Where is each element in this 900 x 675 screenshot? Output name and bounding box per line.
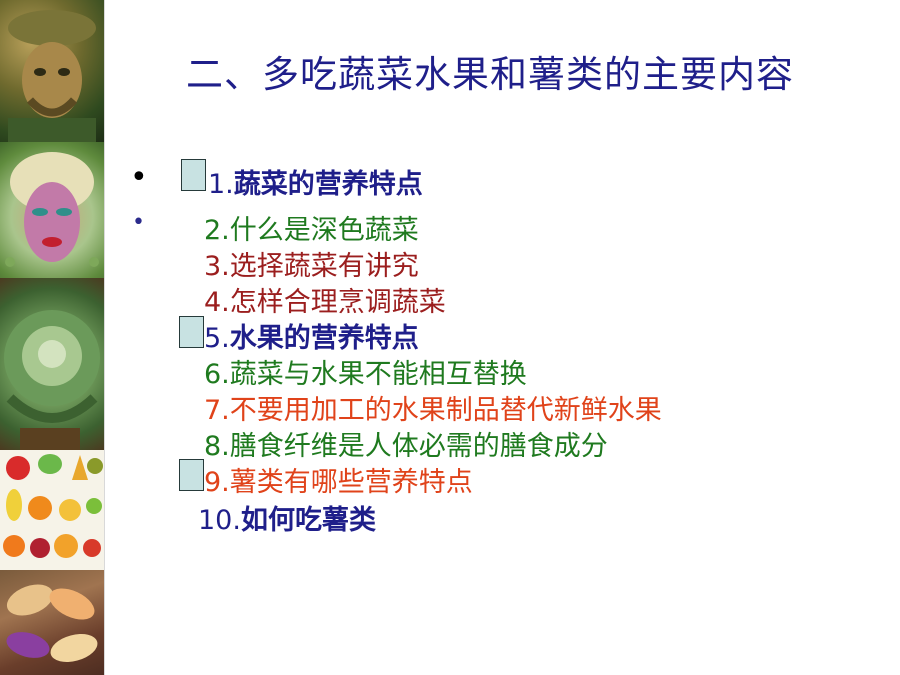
item-text: 如何吃薯类 [240,505,376,536]
item-number: 6. [204,359,230,390]
link-box-item-5[interactable] [179,316,204,348]
item-number: 10. [198,505,241,536]
sweet-potato-image [0,570,104,675]
item-number: 2. [204,215,230,246]
list-item-3: 3.选择蔬菜有讲究 [204,244,419,283]
list-item-8: 8.膳食纤维是人体必需的膳食成分 [204,424,608,463]
list-item-10: 10.如何吃薯类 [198,498,376,537]
item-text: 薯类有哪些营养特点 [229,467,473,498]
item-number: 5. [204,323,230,354]
item-number: 9. [204,467,230,498]
list-item-5: 5.水果的营养特点 [204,316,419,355]
item-text: 怎样合理烹调蔬菜 [229,287,446,318]
bullet-1: • [130,160,148,195]
vegetable-portrait-image [0,0,104,142]
item-text: 什么是深色蔬菜 [229,215,419,246]
page-title: 二、多吃蔬菜水果和薯类的主要内容 [186,53,794,96]
item-text: 水果的营养特点 [229,323,419,354]
vegetable-face-image [0,142,104,278]
list-item-6: 6.蔬菜与水果不能相互替换 [204,352,527,391]
list-item-2: 2.什么是深色蔬菜 [204,208,419,247]
link-box-item-1[interactable] [181,159,206,191]
item-number: 3. [204,251,230,282]
list-item-4: 4.怎样合理烹调蔬菜 [204,280,446,319]
item-text: 膳食纤维是人体必需的膳食成分 [229,431,608,462]
item-text: 蔬菜与水果不能相互替换 [229,359,527,390]
cabbage-image [0,278,104,450]
divider-line [104,0,105,675]
bullet-2: • [132,210,145,235]
list-item-9: 9.薯类有哪些营养特点 [204,460,473,499]
list-item-1: 1.蔬菜的营养特点 [208,162,423,201]
link-box-item-9[interactable] [179,459,204,491]
item-text: 选择蔬菜有讲究 [229,251,419,282]
item-text: 蔬菜的营养特点 [233,169,423,200]
item-number: 4. [204,287,230,318]
fruits-image [0,450,104,570]
item-text: 不要用加工的水果制品替代新鲜水果 [229,395,662,426]
item-number: 7. [204,395,230,426]
decorative-image-strip [0,0,104,675]
item-number: 1. [208,169,234,200]
item-number: 8. [204,431,230,462]
list-item-7: 7.不要用加工的水果制品替代新鲜水果 [204,388,662,427]
